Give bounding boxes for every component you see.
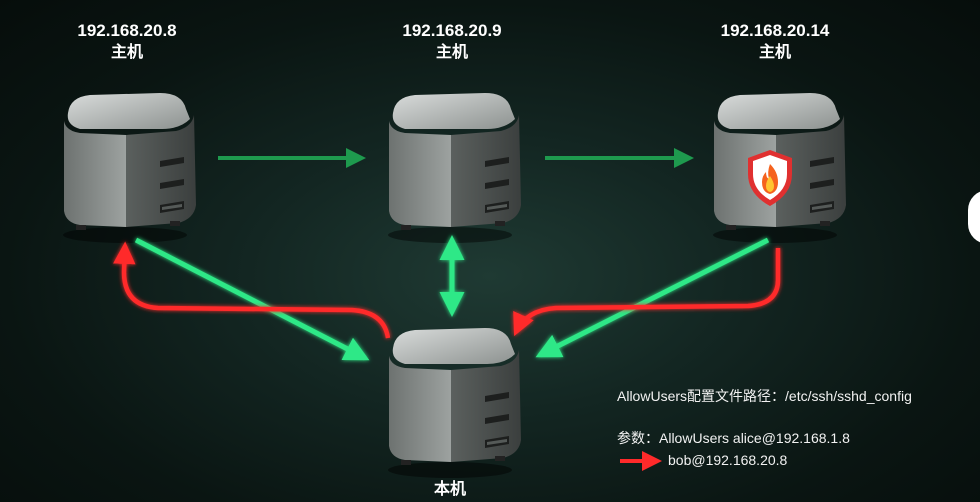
host-ip: 192.168.20.14 [675, 20, 875, 42]
arrow-host3-to-local [540, 240, 768, 355]
local-role: 本机 [350, 480, 550, 500]
host-role: 主机 [675, 42, 875, 64]
server-icon-host-2 [388, 93, 521, 243]
legend-text: bob@192.168.20.8 [668, 452, 787, 468]
arrow-host1-to-local [136, 240, 365, 358]
server-icon-local [388, 328, 521, 478]
config-path-text: AllowUsers配置文件路径：/etc/ssh/sshd_config [617, 386, 912, 406]
red-arrow-local-to-host1 [124, 246, 388, 338]
host-role: 主机 [27, 42, 227, 64]
host-label-3: 192.168.20.14 主机 [675, 20, 875, 64]
host-ip: 192.168.20.9 [352, 20, 552, 42]
host-label-2: 192.168.20.9 主机 [352, 20, 552, 64]
host-ip: 192.168.20.8 [27, 20, 227, 42]
red-arrow-host3-to-local [516, 248, 778, 332]
local-label: 本机 [350, 480, 550, 500]
config-param-text: 参数：AllowUsers alice@192.168.1.8 [617, 428, 850, 448]
host-label-1: 192.168.20.8 主机 [27, 20, 227, 64]
server-icon-host-1 [63, 93, 196, 243]
host-role: 主机 [352, 42, 552, 64]
